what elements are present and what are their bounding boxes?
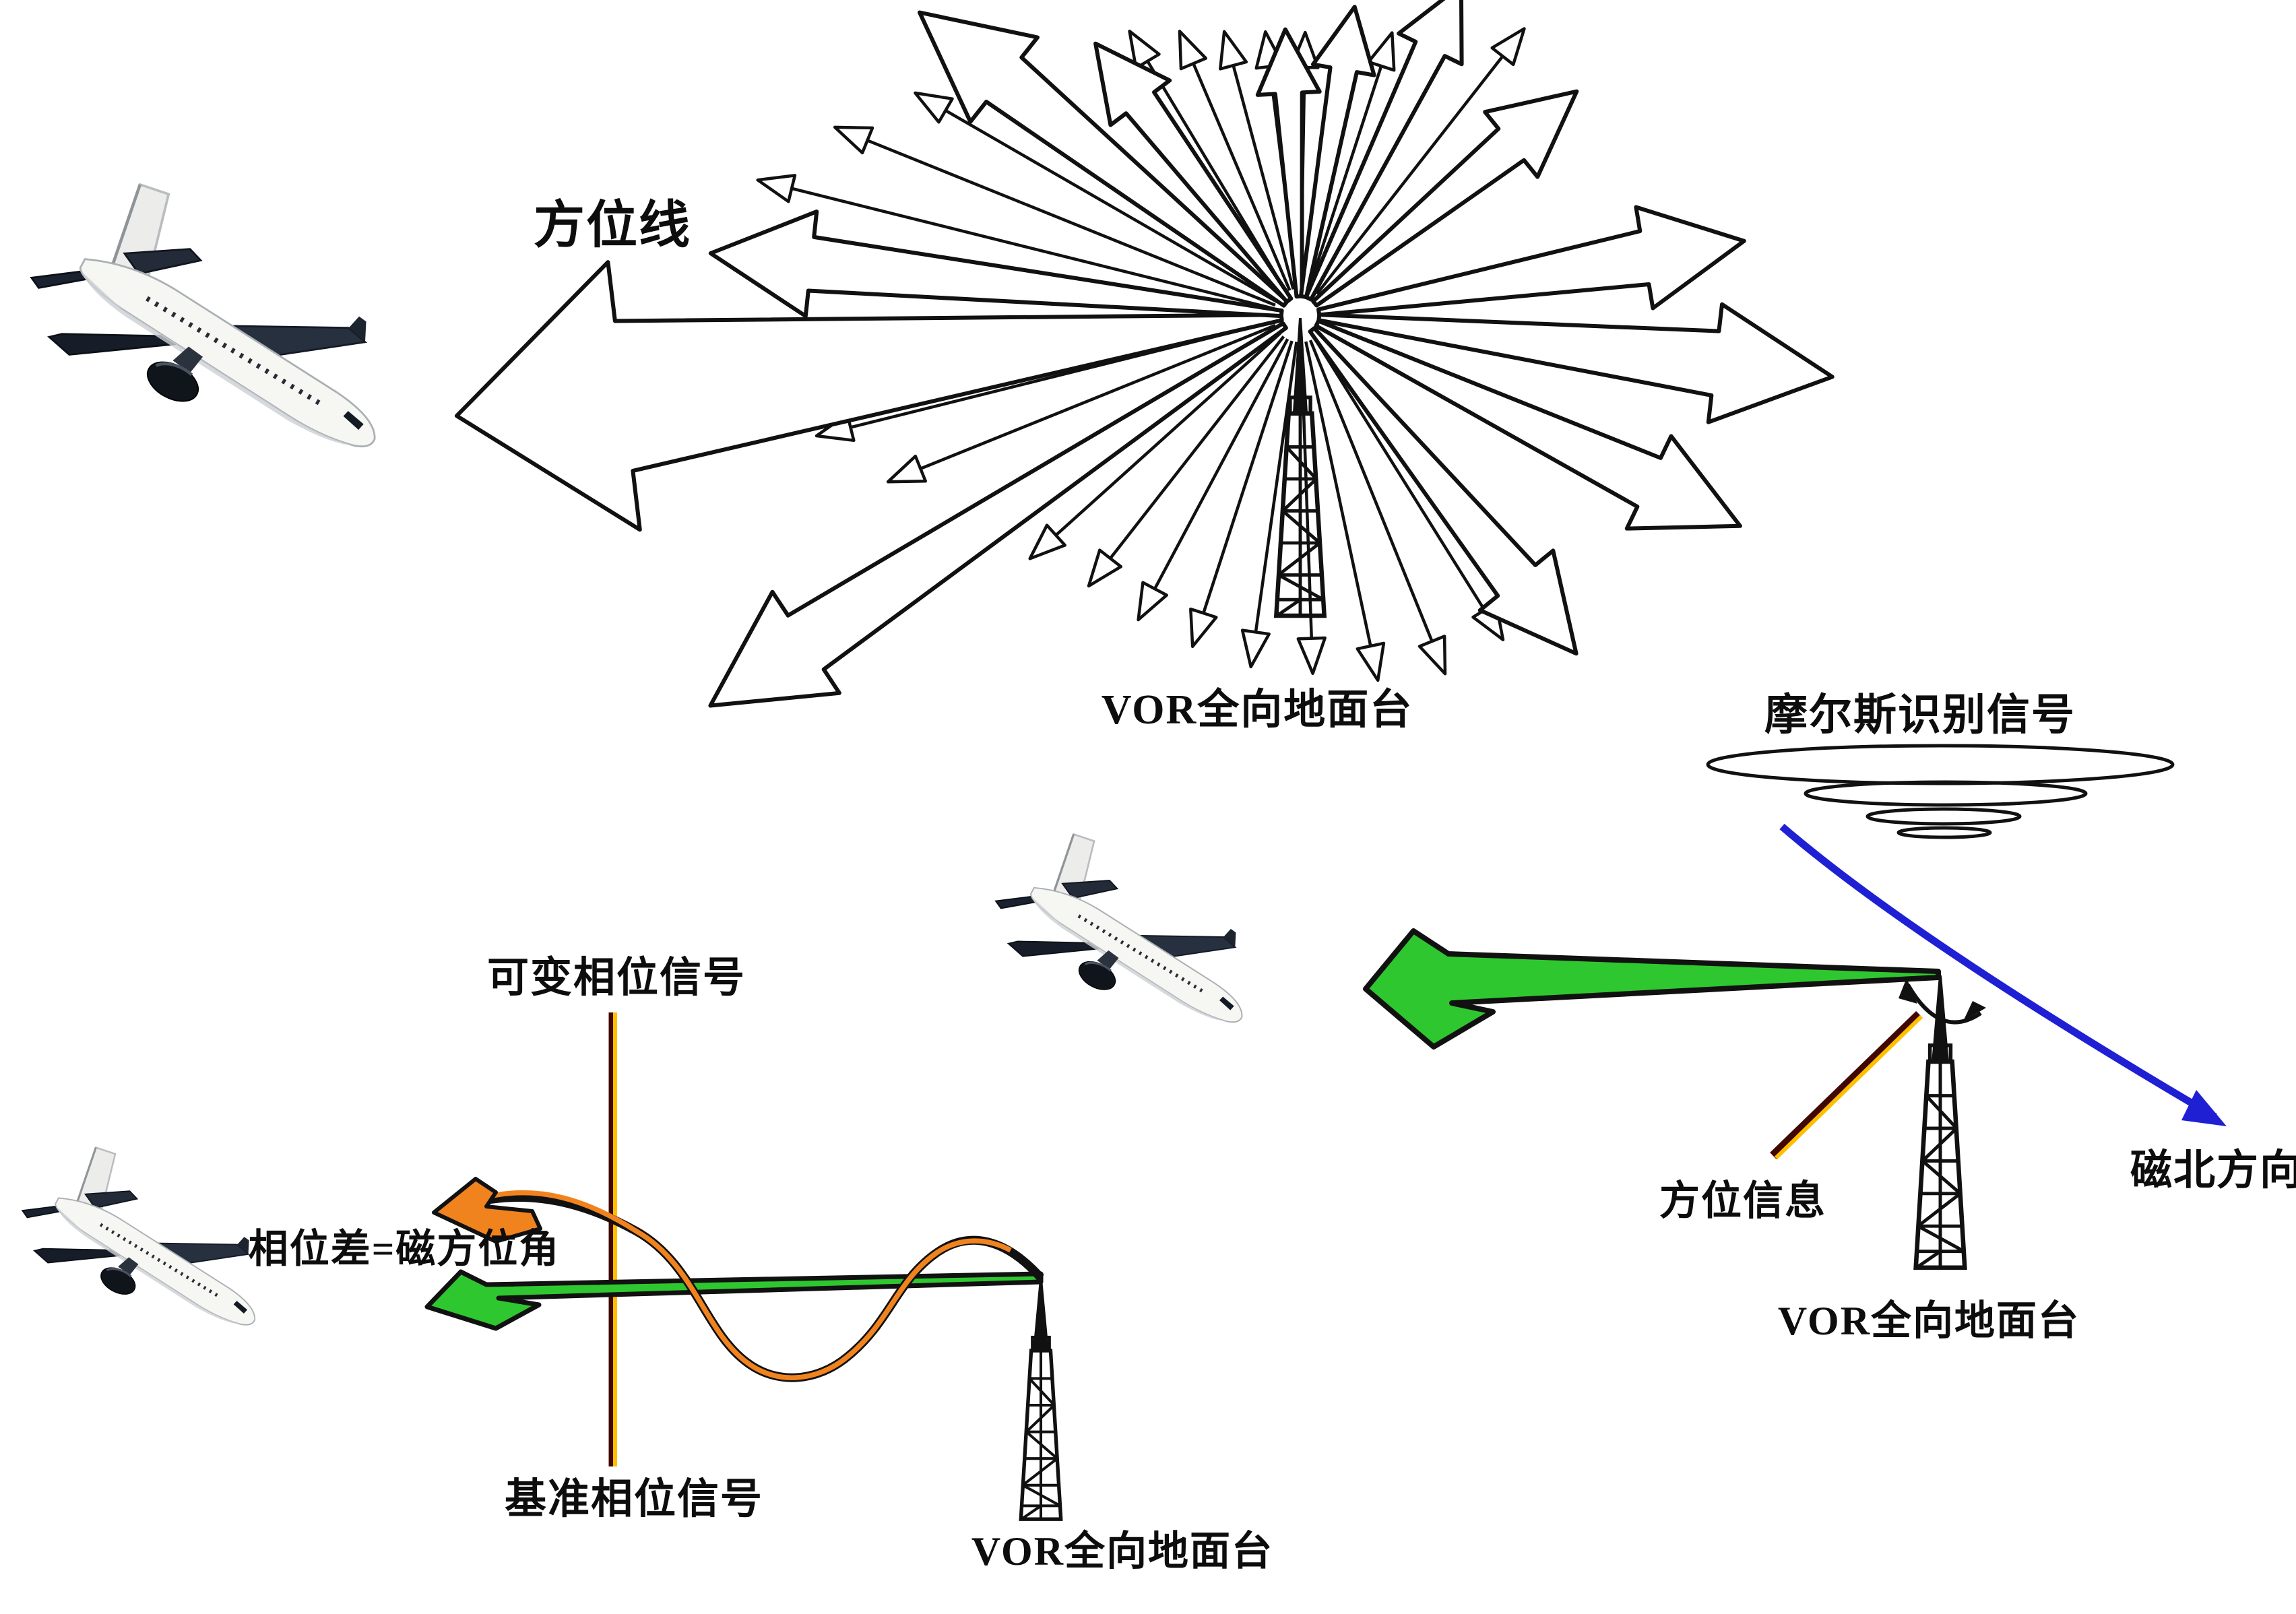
magnetic-north-arrow-line <box>1779 823 2217 1120</box>
bearing-ray <box>1230 58 1295 290</box>
bearing-ray-arrowhead <box>1178 30 1208 71</box>
morse-id-signal-label: 摩尔斯识别信号 <box>1764 691 2076 739</box>
bearing-ray <box>1313 337 1490 617</box>
top-tower-mast <box>1293 318 1308 412</box>
bearing-ray-arrowhead <box>1366 31 1396 72</box>
bearing-ray <box>860 136 1276 307</box>
morse-signal-ellipse <box>1706 744 2175 785</box>
bearing-ray-arrowhead <box>756 174 797 203</box>
bearing-ray <box>1304 341 1374 653</box>
bearing-ray-arrowhead <box>833 125 874 155</box>
vor-tower-bottom <box>1021 1337 1060 1519</box>
variable-phase-orange-arrowhead <box>432 1177 542 1244</box>
bearing-ray-arrowhead <box>1189 607 1218 648</box>
bearing-line-arrow <box>918 10 1289 308</box>
bearing-ray-arrowhead <box>1128 30 1161 70</box>
phase-difference-label: 相位差=磁方位角 <box>248 1227 561 1271</box>
bearing-ray-arrowhead <box>1296 636 1327 675</box>
airplane-top-left <box>8 156 431 500</box>
bearing-ray-arrowhead <box>1219 30 1248 71</box>
angle-arc-left-arrowhead <box>1899 978 1917 1004</box>
bearing-ray-arrowhead <box>1356 641 1386 682</box>
magnetic-north-arrowhead <box>2181 1090 2227 1126</box>
bearing-info-line-dark <box>1770 1010 1923 1160</box>
bearing-ray <box>1050 332 1281 541</box>
bearing-ray-arrowhead <box>1490 27 1526 67</box>
airplane-middle <box>979 814 1282 1061</box>
bottom-tower-mast <box>1033 1279 1049 1352</box>
bearing-ray-arrowhead <box>914 91 954 124</box>
bearing-ray <box>914 323 1276 473</box>
bearing-line-label: 方位线 <box>534 197 691 254</box>
bearing-ray-arrowhead <box>1417 635 1447 676</box>
bearing-line-arrow <box>1093 41 1294 304</box>
bearing-line-arrow <box>1304 0 1464 302</box>
bearing-line-arrow <box>1316 302 1835 424</box>
bearing-ray <box>1189 57 1292 292</box>
bearing-ray <box>1105 335 1285 565</box>
reference-phase-signal-label: 基准相位信号 <box>504 1477 764 1522</box>
bearing-info-line-yellow <box>1774 1014 1923 1160</box>
reference-phase-green-arrow <box>424 1269 1044 1331</box>
bearing-ray-arrowhead <box>1028 523 1066 560</box>
bearing-ray-arrowhead <box>1137 581 1168 622</box>
bearing-ray-arrowhead <box>1240 628 1271 669</box>
variable-phase-signal-label: 可变相位信号 <box>486 955 746 1001</box>
bearing-ray <box>1150 338 1289 596</box>
morse-signal-ellipse <box>1896 826 1992 839</box>
bearing-line-arrow <box>1316 205 1746 317</box>
right-tower-mast <box>1932 975 1949 1063</box>
angle-arc-right-arrowhead <box>1963 1001 1986 1021</box>
bearing-ray <box>938 106 1278 303</box>
vor-station-right-label: VOR全向地面台 <box>1777 1299 2080 1343</box>
bearing-ray <box>1315 50 1508 295</box>
magnetic-north-label: 磁北方向 <box>2130 1148 2296 1194</box>
morse-signal-ellipses <box>1706 744 2175 839</box>
bearing-ray-arrowhead <box>1087 548 1123 588</box>
bearing-line-arrow <box>708 209 1284 319</box>
radial-bearing-lines <box>454 0 1835 708</box>
bearing-ray <box>1253 342 1298 639</box>
morse-signal-ellipse <box>1804 780 2088 807</box>
sine-wave-orange <box>488 1190 1012 1380</box>
bearing-ray <box>1200 340 1294 620</box>
bearing-ray <box>1308 340 1436 649</box>
vor-station-bottom-label: VOR全向地面台 <box>971 1529 1274 1574</box>
bearing-signal-green-arrow <box>1363 928 1941 1050</box>
bearing-line-arrow <box>1311 89 1579 308</box>
bearing-line-arrow <box>1308 326 1578 656</box>
vor-tower-right <box>1916 1045 1965 1268</box>
bearing-info-label: 方位信息 <box>1659 1179 1826 1223</box>
bearing-ray <box>784 185 1275 311</box>
bearing-ray-arrowhead <box>886 454 928 484</box>
bearing-line-arrow <box>708 321 1288 708</box>
bearing-line-arrow <box>1314 319 1742 531</box>
bearing-line-arrow <box>1298 5 1376 300</box>
morse-signal-ellipse <box>1865 807 2022 826</box>
bearing-ray <box>1307 59 1385 290</box>
vor-station-top-label: VOR全向地面台 <box>1101 687 1413 733</box>
